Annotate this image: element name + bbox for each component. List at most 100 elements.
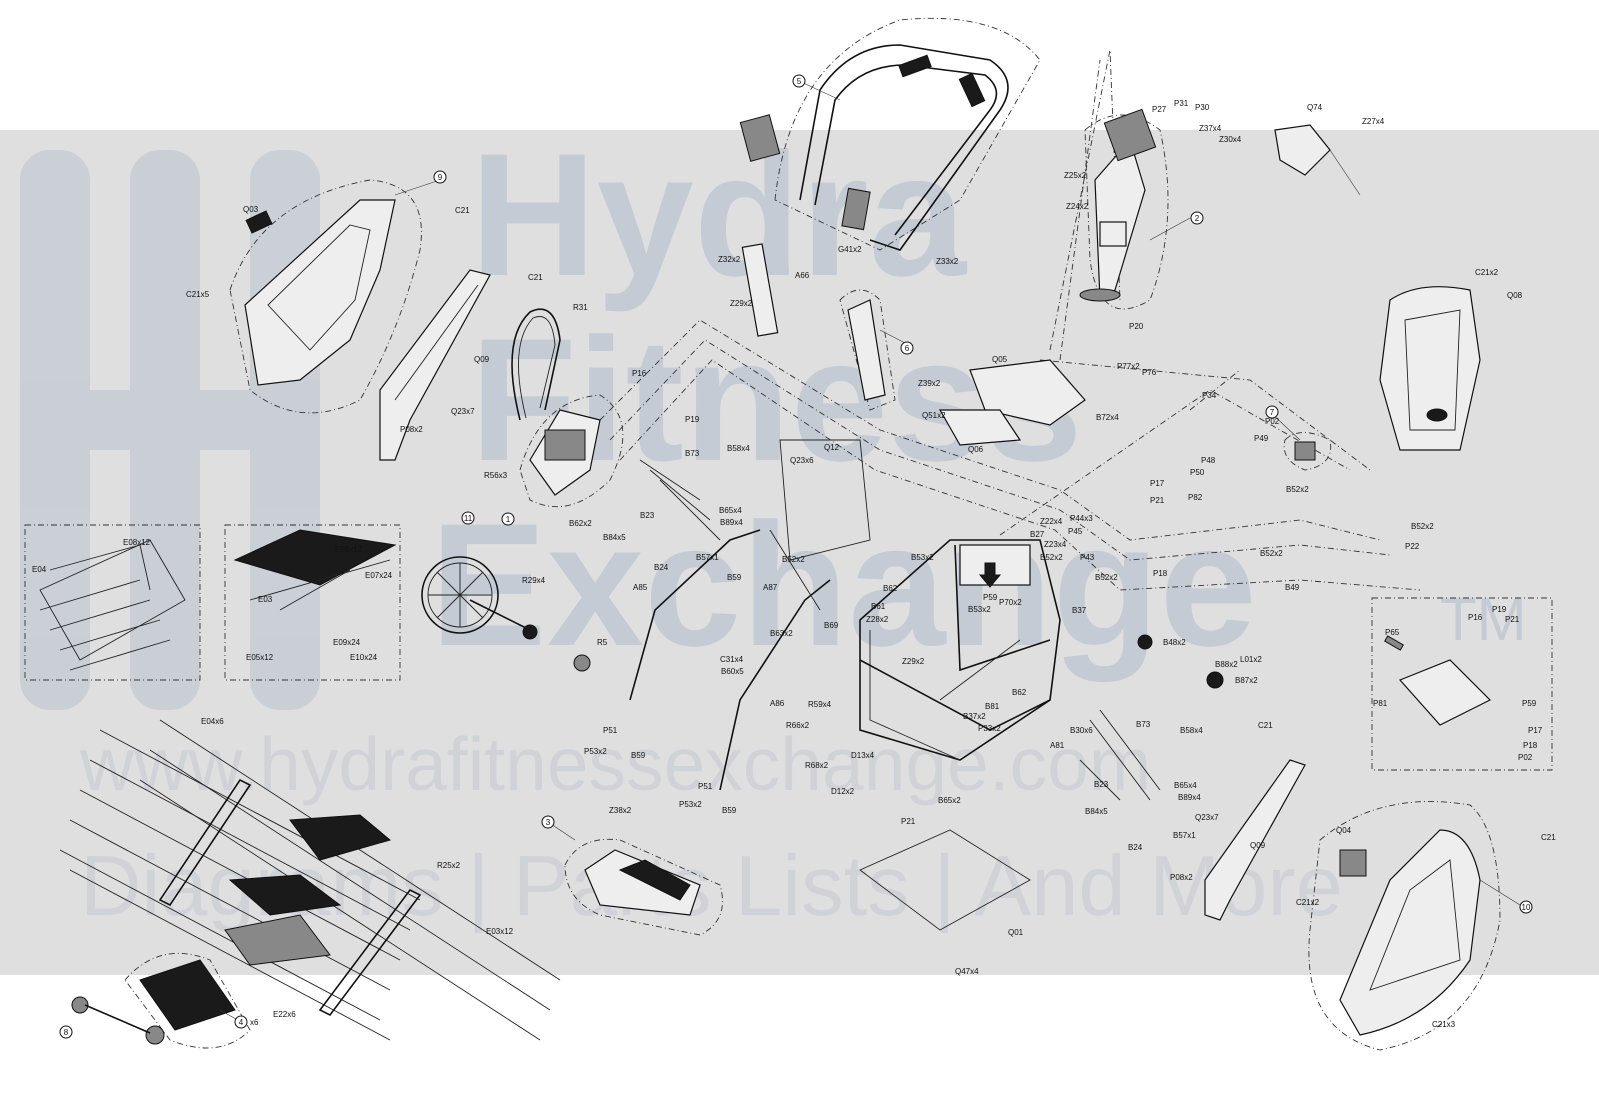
label-q23x6: Q23x6: [790, 456, 814, 465]
label-b62: B62: [883, 584, 898, 593]
part-b48-roller: [1137, 634, 1224, 689]
label-p19b: P19: [1492, 605, 1507, 614]
callout-5: 5: [792, 74, 806, 88]
label-p08x2: P08x2: [400, 425, 423, 434]
label-p21: P21: [1150, 496, 1165, 505]
label-b58x4b: B58x4: [1180, 726, 1203, 735]
label-q08: Q08: [1507, 291, 1523, 300]
label-b73b: B73: [1136, 720, 1151, 729]
label-p18: P18: [1153, 569, 1168, 578]
label-p48: P48: [1201, 456, 1216, 465]
label-p19: P19: [685, 415, 700, 424]
label-p31: P31: [1174, 99, 1189, 108]
label-z25x2: Z25x2: [1064, 171, 1087, 180]
watermark-brand-line-3: Exchange: [430, 488, 1257, 683]
part-q01-base-plate: [859, 829, 1031, 931]
label-p45: P45: [1068, 527, 1083, 536]
part-2-right-arm: [1079, 108, 1169, 310]
part-main-frame: [859, 539, 1061, 761]
callout-2: 2: [1190, 211, 1204, 225]
label-q47x4: Q47x4: [955, 967, 979, 976]
label-b48x2: B48x2: [1163, 638, 1186, 647]
label-b73: B73: [685, 449, 700, 458]
label-z22x4: Z22x4: [1040, 517, 1063, 526]
label-b87x2: B87x2: [1235, 676, 1258, 685]
label-d13x4: D13x4: [851, 751, 875, 760]
label-p08x2b: P08x2: [1170, 873, 1193, 882]
label-p34: P34: [1202, 391, 1217, 400]
callout-3: 3: [541, 815, 555, 829]
inset-electronics: [1371, 597, 1553, 771]
label-p33x2: P33x2: [978, 724, 1001, 733]
label-q04: Q04: [1336, 826, 1352, 835]
label-b58x4: B58x4: [727, 444, 750, 453]
label-p51: P51: [603, 726, 618, 735]
label-p30: P30: [1195, 103, 1210, 112]
label-b62x2: B62x2: [569, 519, 592, 528]
label-b49: B49: [1285, 583, 1300, 592]
svg-text:5: 5: [797, 77, 802, 86]
label-b37x2: B37x2: [963, 712, 986, 721]
label-b65x4: B65x4: [719, 506, 742, 515]
part-motor-assembly: [519, 394, 624, 508]
part-labels: Q03 C21 C21x5 C21 Q09 Q23x7 P08x2 R31 R5…: [32, 99, 1556, 1029]
watermark-tm: TM: [1440, 586, 1527, 653]
callout-6: 6: [900, 341, 914, 355]
watermark-brand-line-1: Hydra: [470, 118, 968, 313]
label-p17b: P17: [1528, 726, 1543, 735]
part-q74-bracket: [1274, 124, 1331, 176]
label-b52x2c: B52x2: [1095, 573, 1118, 582]
label-b89x4b: B89x4: [1178, 793, 1201, 802]
label-c21x3: C21x3: [1432, 1020, 1456, 1029]
label-r31: R31: [573, 303, 588, 312]
label-p22: P22: [1405, 542, 1420, 551]
label-r25x2: R25x2: [437, 861, 461, 870]
label-e08x12: E08x12: [123, 538, 151, 547]
label-e03x12: E03x12: [486, 927, 514, 936]
label-r29x4: R29x4: [522, 576, 546, 585]
label-p77x2: P77x2: [1117, 362, 1140, 371]
part-3-foot-pedal: [564, 838, 723, 936]
label-p59: P59: [983, 593, 998, 602]
label-e08x12b: E08x12: [335, 545, 363, 554]
part-11-flywheel: [421, 556, 591, 672]
label-e03: E03: [258, 595, 273, 604]
label-p82: P82: [1188, 493, 1203, 502]
label-b37: B37: [1072, 606, 1087, 615]
inset-belt-deck: [24, 524, 201, 681]
label-b84x5b: B84x5: [1085, 807, 1108, 816]
label-c21: C21: [455, 206, 470, 215]
label-b23b: B23: [1094, 780, 1109, 789]
part-5-upper-handlebar: [739, 17, 1041, 251]
label-p49: P49: [1254, 434, 1269, 443]
label-b72x4: B72x4: [1096, 413, 1119, 422]
label-e04x6: E04x6: [201, 717, 224, 726]
label-b24b: B24: [1128, 843, 1143, 852]
callout-10: 10: [1519, 900, 1533, 914]
callouts: 9 5 2 6 7 11 1 3 4 8 10: [59, 74, 1533, 1039]
label-d12x2: D12x2: [831, 787, 855, 796]
label-q12: Q12: [824, 443, 840, 452]
label-p51b: P51: [698, 782, 713, 791]
label-b65x4b: B65x4: [1174, 781, 1197, 790]
label-q09: Q09: [474, 355, 490, 364]
label-a87: A87: [763, 583, 778, 592]
label-b63x2: B63x2: [770, 629, 793, 638]
label-z39x2: Z39x2: [918, 379, 941, 388]
label-b62b: B62: [1012, 688, 1027, 697]
label-b61: B61: [871, 602, 886, 611]
label-z29x2: Z29x2: [730, 299, 753, 308]
label-e04: E04: [32, 565, 47, 574]
label-z33x2: Z33x2: [936, 257, 959, 266]
label-p27: P27: [1152, 105, 1167, 114]
label-e05x12: E05x12: [246, 653, 274, 662]
label-p16b: P16: [1468, 613, 1483, 622]
label-p02: P02: [1265, 417, 1280, 426]
label-g41x2: G41x2: [838, 245, 862, 254]
label-c21d: C21: [1541, 833, 1556, 842]
part-q09-right-rail: [1204, 759, 1306, 921]
label-q23x7b: Q23x7: [1195, 813, 1219, 822]
part-q08-rear-shroud: [1379, 286, 1481, 451]
callout-4: 4: [234, 1015, 248, 1029]
